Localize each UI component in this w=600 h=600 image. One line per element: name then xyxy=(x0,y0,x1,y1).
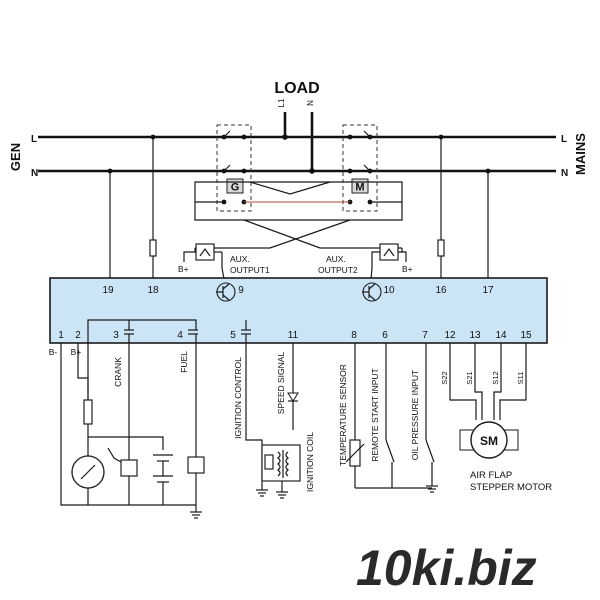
sense-lines xyxy=(107,134,491,278)
terminal-15: 15 xyxy=(520,330,532,341)
spark-plug xyxy=(264,454,274,470)
terminal-14: 14 xyxy=(495,330,507,341)
b-minus-label: B- xyxy=(49,347,58,357)
battery-crank-fuel: B- B+ CRANK FUEL xyxy=(49,343,205,519)
terminal-6: 6 xyxy=(382,330,388,341)
sensor-inputs: TEMPERATURE SENSOR REMOTE START INPUT OI… xyxy=(338,343,438,493)
aux-output-2: B+ AUX. OUTPUT2 xyxy=(318,243,413,291)
interlock-wiring xyxy=(194,181,403,252)
terminal-3: 3 xyxy=(113,330,119,341)
terminal-13: 13 xyxy=(469,330,481,341)
s12-label: S12 xyxy=(491,371,500,384)
terminal-17: 17 xyxy=(482,285,494,296)
load-label: LOAD xyxy=(274,80,319,97)
terminal-5: 5 xyxy=(230,330,236,341)
ignition-coil-label: IGNITION COIL xyxy=(305,432,315,492)
aux1-label-line2: OUTPUT1 xyxy=(230,265,270,275)
fuse-16 xyxy=(437,239,445,257)
terminal-9: 9 xyxy=(238,285,244,296)
s21-label: S21 xyxy=(465,371,474,384)
air-flap-label-2: STEPPER MOTOR xyxy=(470,482,552,493)
power-buses xyxy=(38,112,556,174)
gen-l-label: L xyxy=(31,134,37,145)
stepper-motor: S22 S21 S12 S11 SM AIR FLAP STEPPER MOTO… xyxy=(440,343,552,493)
mains-n-label: N xyxy=(561,168,568,179)
gen-n-label: N xyxy=(31,168,38,179)
fuel-label: FUEL xyxy=(179,351,189,373)
controller-module: 19 18 9 10 16 17 1 2 3 4 5 11 8 6 7 12 1… xyxy=(49,277,548,344)
temperature-sensor-label: TEMPERATURE SENSOR xyxy=(338,364,348,466)
ignition-circuit: IGNITION CONTROL SPEED SIGNAL IGNITION C… xyxy=(233,343,315,499)
fuel-solenoid xyxy=(187,456,205,474)
mains-l-label: L xyxy=(561,134,567,145)
terminal-4: 4 xyxy=(177,330,183,341)
gen-contactor-frame xyxy=(216,124,252,212)
terminal-7: 7 xyxy=(422,330,428,341)
b-plus-label: B+ xyxy=(71,347,82,357)
terminal-16: 16 xyxy=(435,285,447,296)
terminal-8: 8 xyxy=(351,330,357,341)
battery-fuse xyxy=(83,399,93,425)
watermark: 10ki.biz xyxy=(356,540,537,596)
terminal-19: 19 xyxy=(102,285,114,296)
terminal-2: 2 xyxy=(75,330,81,341)
aux-relay-1 xyxy=(195,243,215,261)
stepper-motor-symbol xyxy=(470,421,508,459)
remote-start-input-label: REMOTE START INPUT xyxy=(370,368,380,462)
terminal-11: 11 xyxy=(288,330,299,341)
terminal-12: 12 xyxy=(444,330,456,341)
oil-pressure-input-label: OIL PRESSURE INPUT xyxy=(410,370,420,460)
aux-relay-2 xyxy=(379,243,399,261)
aux2-label-line2: OUTPUT2 xyxy=(318,265,358,275)
fuse-18 xyxy=(149,239,157,257)
aux2-bplus: B+ xyxy=(402,264,413,274)
crank-label: CRANK xyxy=(113,357,123,387)
s22-label: S22 xyxy=(440,371,449,384)
air-flap-label-1: AIR FLAP xyxy=(470,470,512,481)
watermark-text: 10ki.biz xyxy=(356,540,537,596)
aux1-bplus: B+ xyxy=(178,264,189,274)
mains-label: MAINS xyxy=(573,133,588,175)
aux1-label-line1: AUX. xyxy=(230,254,250,264)
mains-coil-label: M xyxy=(355,182,364,194)
aux2-label-line1: AUX. xyxy=(326,254,346,264)
ignition-control-label: IGNITION CONTROL xyxy=(233,357,243,439)
s11-label: S11 xyxy=(516,372,525,385)
terminal-10: 10 xyxy=(383,285,395,296)
crank-relay-coil xyxy=(120,459,138,477)
terminal-18: 18 xyxy=(147,285,159,296)
controller-body xyxy=(49,277,548,344)
gen-label: GEN xyxy=(8,143,23,171)
gen-coil-label: G xyxy=(231,182,240,194)
terminal-1: 1 xyxy=(58,330,64,341)
load-n-label: N xyxy=(306,100,315,106)
aux-output-1: B+ AUX. OUTPUT1 xyxy=(178,243,270,291)
stepper-motor-text: SM xyxy=(480,434,498,448)
load-l1-label: L1 xyxy=(277,98,286,107)
mains-contactor-frame xyxy=(342,124,378,212)
speed-signal-label: SPEED SIGNAL xyxy=(276,352,286,415)
